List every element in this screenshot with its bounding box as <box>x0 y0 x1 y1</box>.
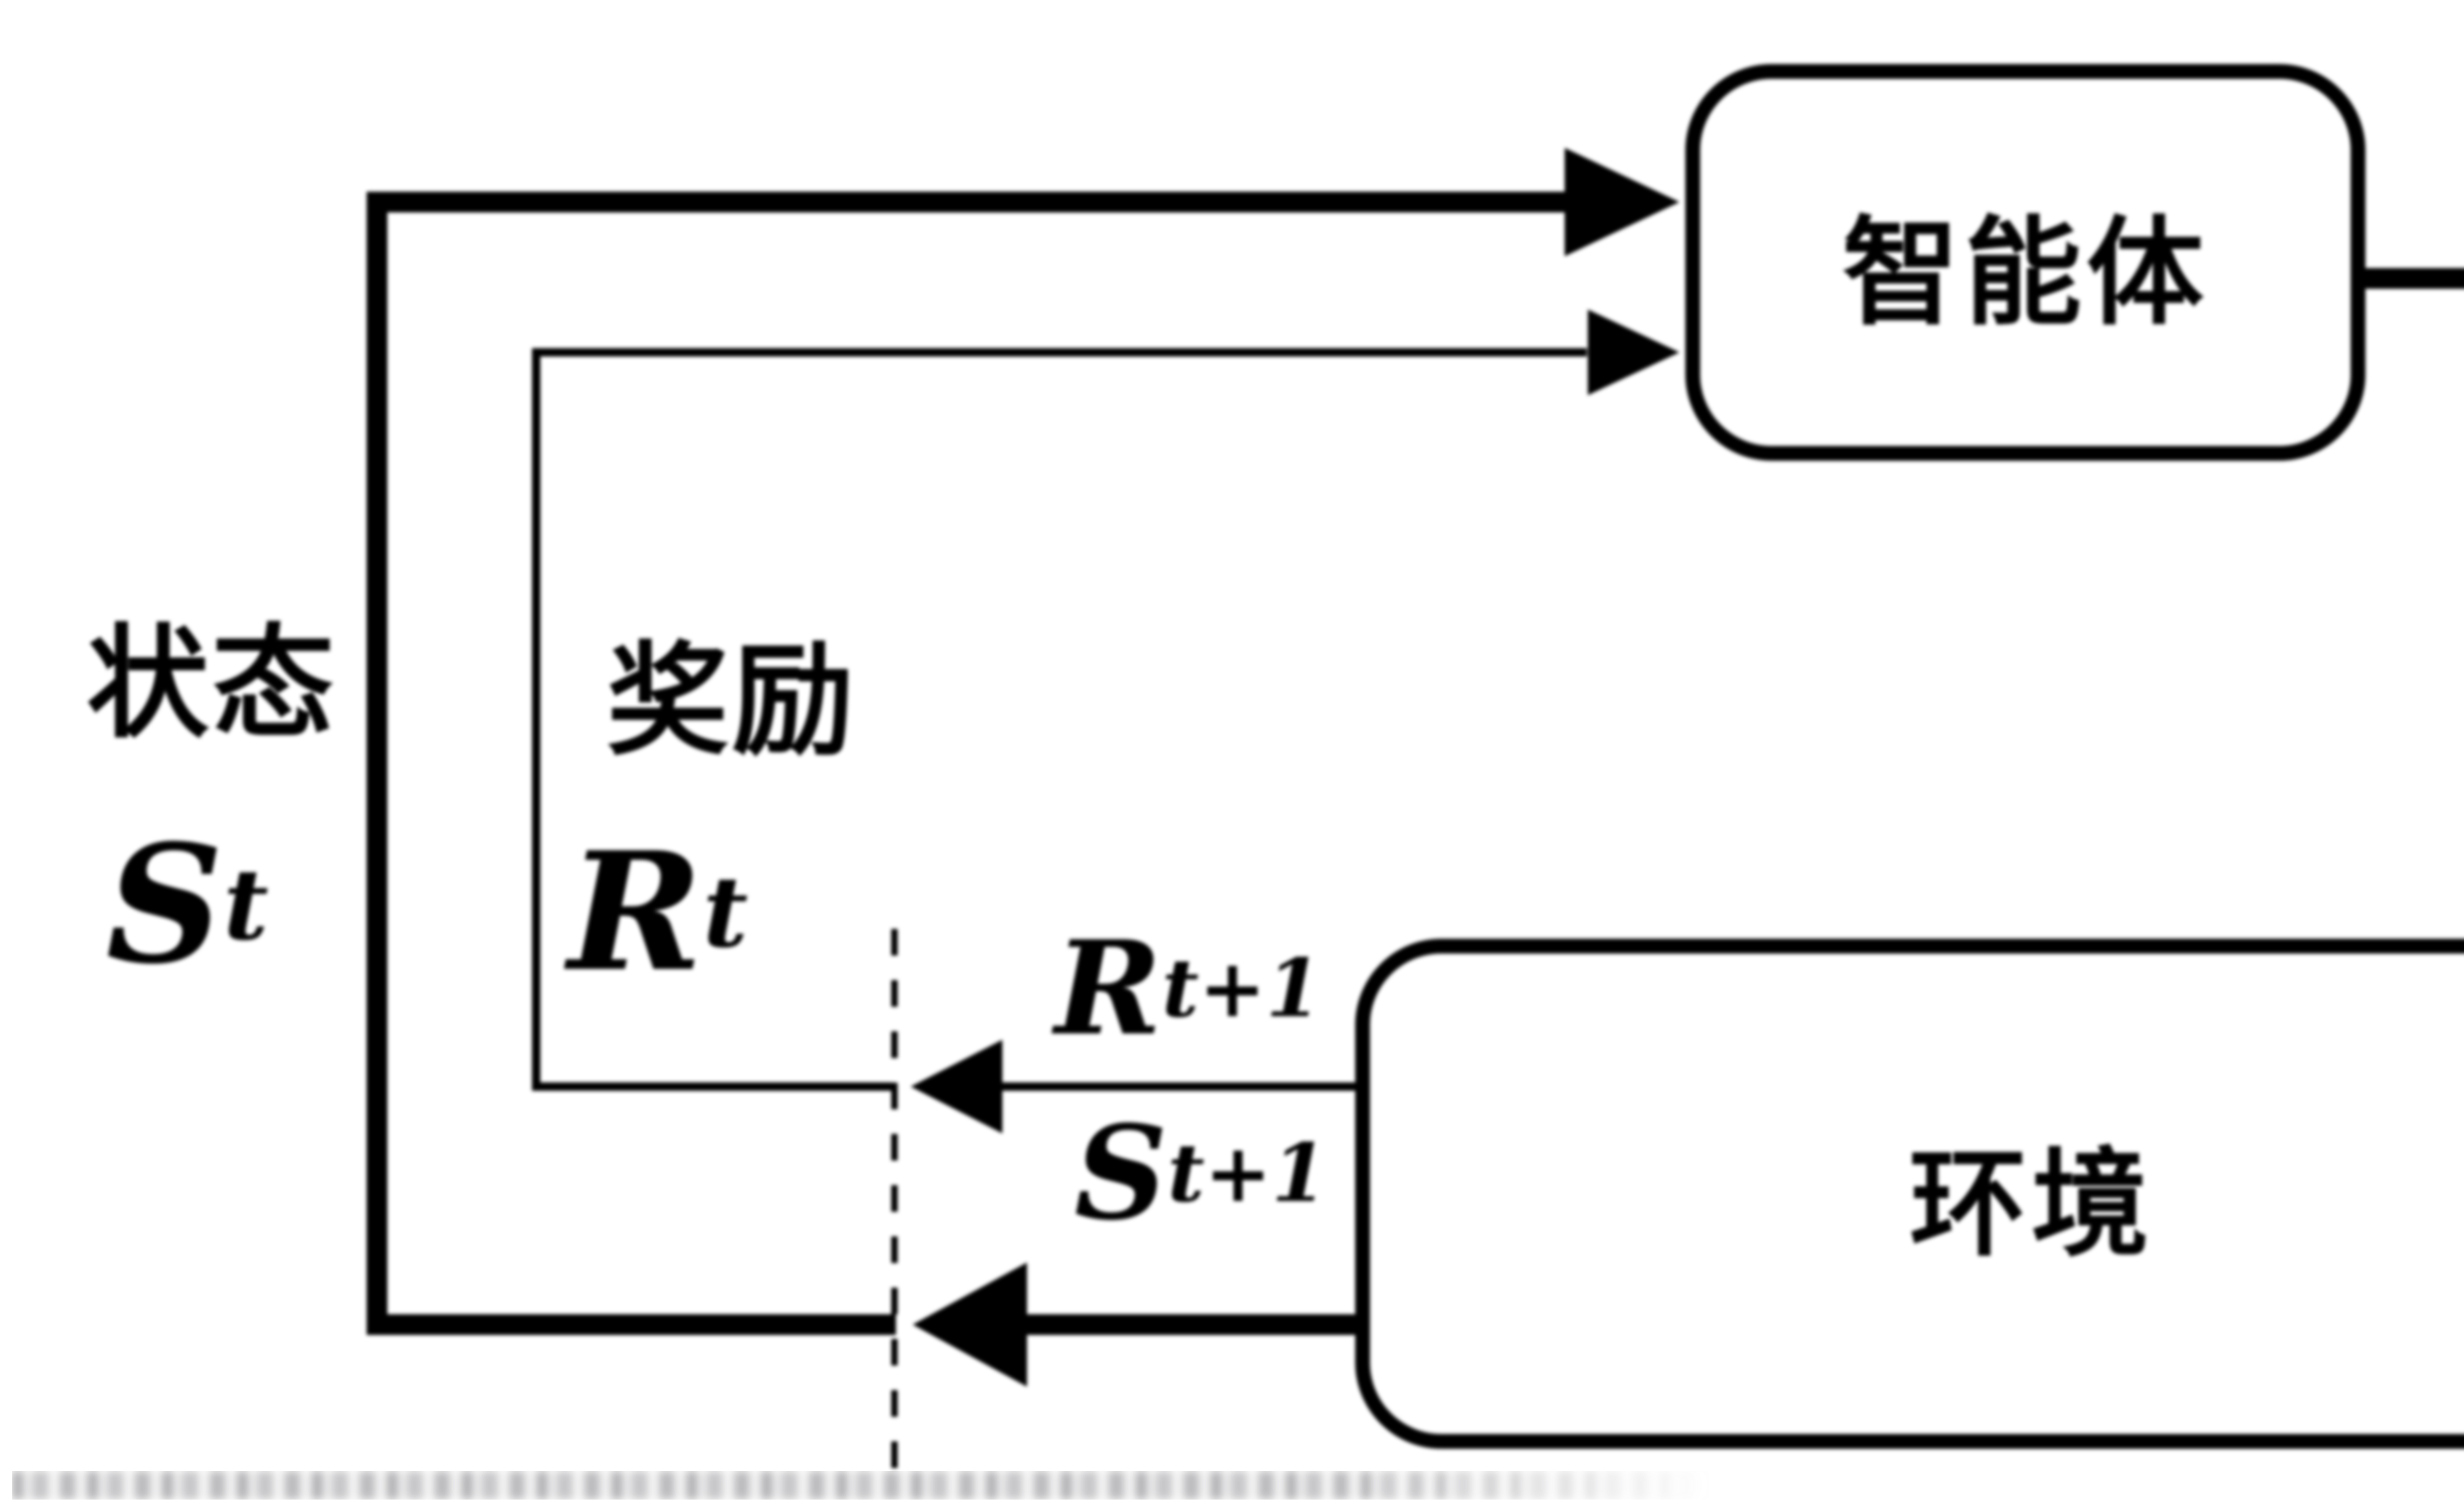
state-caption: 状态 <box>87 616 337 752</box>
next-state-arrowhead-at-boundary <box>913 1263 1027 1387</box>
next-reward-symbol-main: R <box>1055 912 1162 1064</box>
environment-node-label: 环境 <box>1909 1141 2154 1270</box>
state-symbol-main: S <box>106 809 224 1000</box>
next-state-symbol-main: S <box>1074 1097 1168 1249</box>
agent-node: 智能体 <box>1685 64 2365 461</box>
reward-caption: 奖励 <box>607 634 857 770</box>
reward-arrowhead-into-agent <box>1588 309 1679 395</box>
reward-symbol-main: R <box>568 816 703 1007</box>
environment-node: 环境 <box>1355 939 2464 1449</box>
next-state-symbol-subscript: t+1 <box>1167 1126 1328 1220</box>
reward-symbol-subscript: t <box>703 854 748 969</box>
reward-feedback-line <box>532 348 1587 1091</box>
caption-smudge <box>12 1471 1712 1500</box>
next-reward-arrowhead-at-boundary <box>911 1040 1002 1133</box>
state-arrowhead-into-agent <box>1565 148 1679 256</box>
state-feedback-line <box>367 192 1570 1335</box>
next-reward-symbol-subscript: t+1 <box>1162 941 1322 1035</box>
agent-node-label: 智能体 <box>1842 209 2209 339</box>
state-symbol-subscript: t <box>223 847 269 962</box>
